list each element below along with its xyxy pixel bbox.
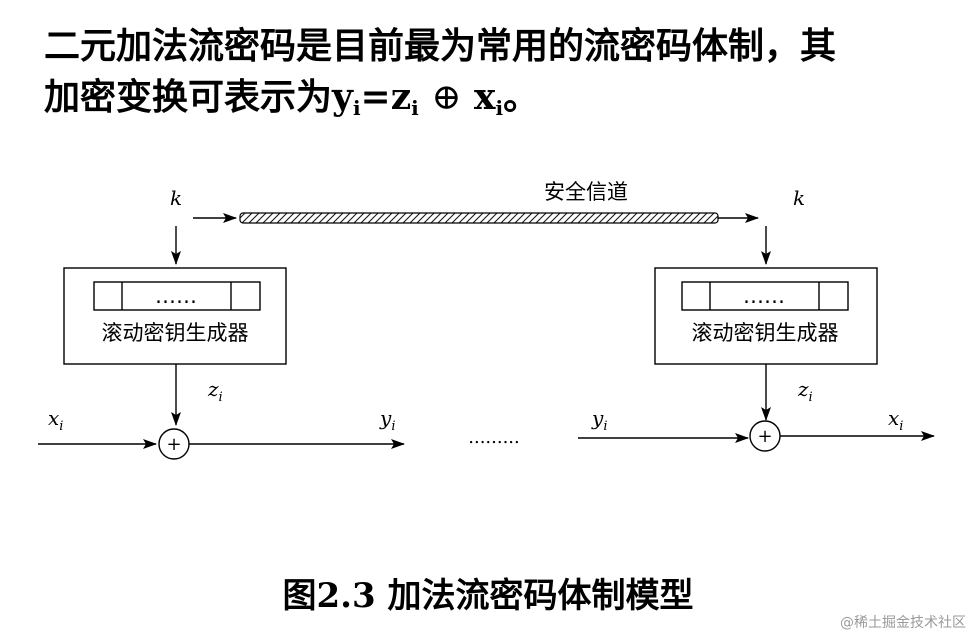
key-left-label: k bbox=[170, 186, 182, 210]
plaintext-left-x: x bbox=[48, 406, 59, 430]
register-left bbox=[93, 281, 261, 311]
keystream-left-subscript: i bbox=[219, 390, 223, 405]
intro-line-1: 二元加法流密码是目前最为常用的流密码体制，其 bbox=[44, 26, 837, 67]
intro-text: 二元加法流密码是目前最为常用的流密码体制，其 加密变换可表示为yi=zi ⊕ x… bbox=[44, 22, 944, 133]
keystream-label-left: zi bbox=[207, 377, 223, 405]
intro-line-2-suffix: 。 bbox=[503, 77, 540, 118]
transmission-ellipsis: ......... bbox=[468, 427, 520, 448]
formula-y-subscript: i bbox=[352, 96, 361, 120]
keystream-label-right: zi bbox=[797, 377, 813, 405]
formula-z-subscript: i bbox=[411, 96, 419, 120]
xor-left-symbol: + bbox=[166, 434, 181, 455]
intro-line-2-prefix: 加密变换可表示为 bbox=[44, 77, 333, 118]
formula-equals: = bbox=[360, 76, 391, 118]
register-dots-left: …… bbox=[155, 284, 197, 308]
formula-x: x bbox=[474, 76, 496, 118]
key-right-label: k bbox=[793, 186, 805, 210]
register-right bbox=[681, 281, 849, 311]
ciphertext-label-right: yi bbox=[591, 406, 607, 434]
keystream-generator-left: …… 滚动密钥生成器 bbox=[63, 267, 287, 365]
ciphertext-right-subscript: i bbox=[603, 419, 607, 434]
ciphertext-left-subscript: i bbox=[391, 419, 395, 434]
secure-channel-label: 安全信道 bbox=[544, 180, 628, 204]
plaintext-right-x: x bbox=[888, 406, 899, 430]
plaintext-label-left: xi bbox=[48, 406, 63, 434]
intro-line-2: 加密变换可表示为yi=zi ⊕ xi。 bbox=[44, 72, 944, 133]
formula-z: z bbox=[390, 76, 412, 118]
encryption-formula: yi=zi ⊕ xi bbox=[332, 76, 504, 120]
formula-y: y bbox=[332, 76, 353, 118]
generator-label-left: 滚动密钥生成器 bbox=[102, 321, 249, 345]
formula-x-subscript: i bbox=[495, 96, 504, 120]
generator-label-right: 滚动密钥生成器 bbox=[692, 321, 839, 345]
xor-operator: ⊕ bbox=[431, 77, 462, 118]
keystream-right-z: z bbox=[797, 377, 809, 401]
ciphertext-label-left: yi bbox=[379, 406, 395, 434]
plaintext-left-subscript: i bbox=[59, 419, 63, 434]
plaintext-label-right: xi bbox=[888, 406, 903, 434]
ciphertext-left-y: y bbox=[379, 406, 392, 430]
figure-caption: 图2.3 加法流密码体制模型 bbox=[282, 576, 694, 616]
keystream-right-subscript: i bbox=[809, 390, 813, 405]
ciphertext-right-y: y bbox=[591, 406, 604, 430]
keystream-generator-right: …… 滚动密钥生成器 bbox=[654, 267, 878, 365]
watermark: @稀土掘金技术社区 bbox=[840, 615, 966, 631]
register-dots-right: …… bbox=[743, 284, 785, 308]
secure-channel-pipe bbox=[239, 212, 719, 224]
keystream-left-z: z bbox=[207, 377, 219, 401]
plaintext-right-subscript: i bbox=[899, 419, 903, 434]
xor-right-symbol: + bbox=[757, 426, 772, 447]
